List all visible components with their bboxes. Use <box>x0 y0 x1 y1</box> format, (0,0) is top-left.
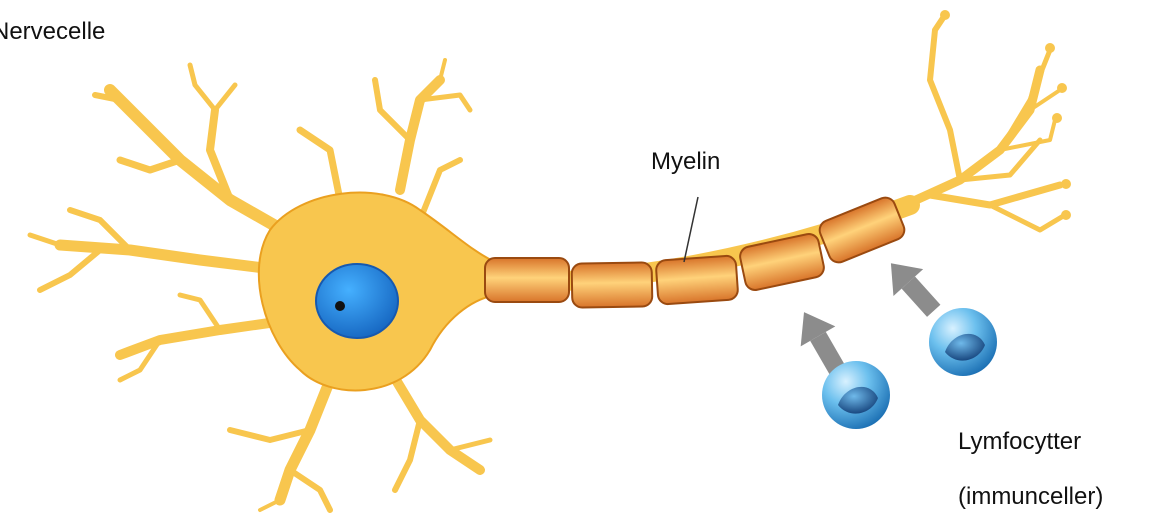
myelin-sheaths <box>485 195 907 308</box>
lymphocyte <box>822 361 890 429</box>
lymphocyte <box>929 308 997 376</box>
myelin-segment <box>572 262 653 307</box>
myelin-pointer <box>684 197 698 262</box>
myelin-segment <box>656 255 739 304</box>
myelin-label: Myelin <box>651 150 720 174</box>
nucleus <box>316 264 398 338</box>
axon-terminals <box>905 15 1065 230</box>
nucleolus <box>335 301 345 311</box>
myelin-segment <box>738 232 825 292</box>
myelin-segment <box>817 195 908 266</box>
arrow <box>876 250 949 324</box>
nerve-cell-label: Nervecelle <box>0 20 105 44</box>
lymphocytes-note: (immunceller) <box>958 485 1103 509</box>
lymphocytes-label: Lymfocytter <box>958 430 1081 454</box>
myelin-segment <box>485 258 569 302</box>
